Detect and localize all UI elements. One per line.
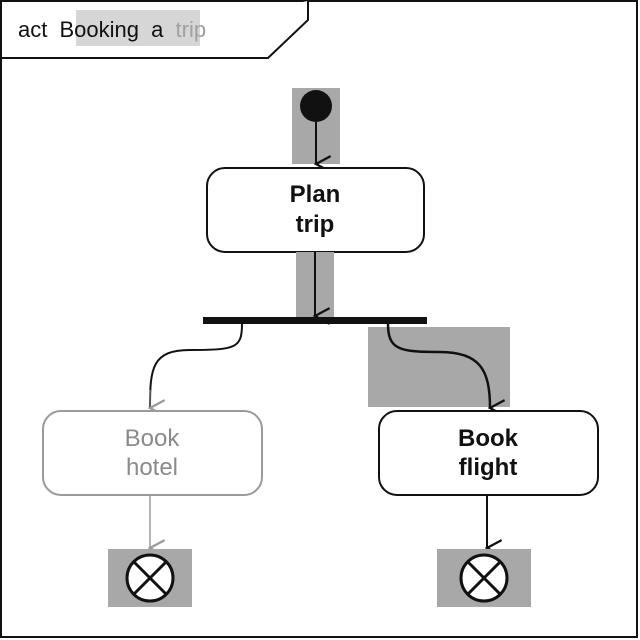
frame-title-middle: a — [151, 17, 164, 42]
book-hotel-action — [42, 410, 263, 496]
fork-to-flight-edge — [386, 323, 490, 408]
book-hotel-label-line2: hotel — [126, 454, 178, 481]
frame-title-highlighted: Booking — [59, 17, 139, 42]
book-hotel-label-line1: Book — [125, 425, 181, 452]
fork-bar — [203, 317, 427, 324]
hotel-flow-final-node — [125, 553, 175, 603]
plan-trip-label-line2: trip — [296, 211, 335, 238]
plan-trip-label-line1: Plan — [290, 181, 341, 208]
frame-title-highlight — [76, 10, 200, 46]
book-flight-label-line2: flight — [459, 454, 518, 481]
initial-node — [300, 90, 332, 122]
frame-title-faded: trip — [176, 17, 207, 42]
book-flight-label-line1: Book — [458, 425, 519, 452]
flight-flow-final-node — [459, 553, 509, 603]
fork-to-hotel-edge — [149, 323, 243, 409]
book-flight-action — [378, 410, 599, 496]
svg-text:act Booking a trip: act Booking a trip — [18, 17, 206, 42]
frame-keyword: act — [18, 17, 47, 42]
